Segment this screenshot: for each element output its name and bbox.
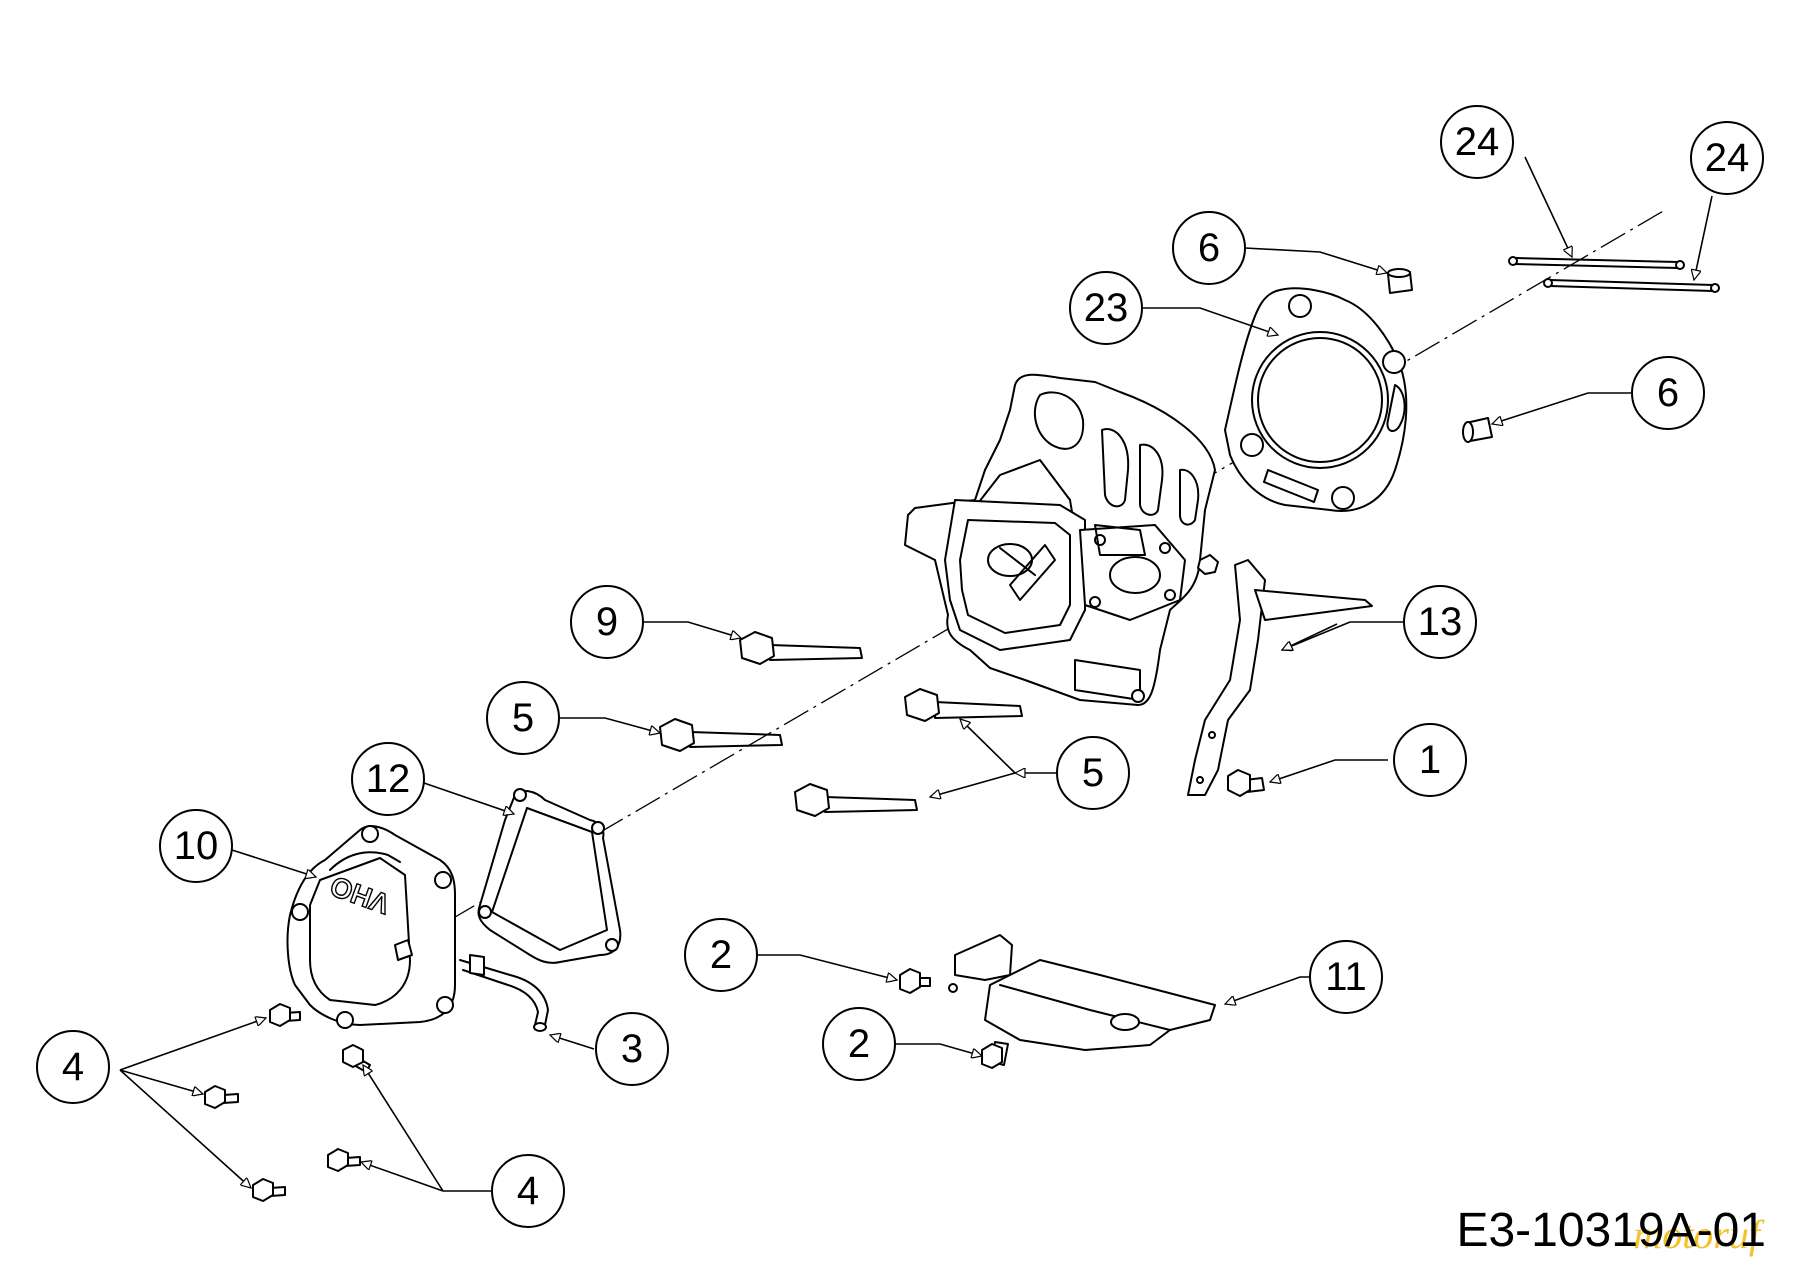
callout-10: 10	[159, 809, 233, 883]
head-bolt-5a	[659, 718, 783, 752]
watermark-logo: motoruf	[1633, 1212, 1760, 1257]
svg-text:10: 10	[174, 824, 219, 868]
rocker-cover: OHV	[286, 825, 456, 1029]
svg-text:24: 24	[1455, 120, 1500, 164]
callout-2a: 2	[684, 918, 758, 992]
head-bolt-9	[739, 631, 863, 665]
callout-6b: 6	[1631, 356, 1705, 430]
callout-4a: 4	[36, 1030, 110, 1104]
svg-text:2: 2	[710, 933, 732, 977]
bracket-bolt-1	[1227, 769, 1265, 797]
svg-text:5: 5	[512, 696, 534, 740]
bracket-bolt	[1197, 554, 1219, 575]
lifting-bracket	[1187, 559, 1373, 796]
air-deflector	[948, 934, 1216, 1051]
callout-5a: 5	[486, 681, 560, 755]
dowel-pin-upper	[1387, 268, 1413, 294]
callout-4b: 4	[491, 1154, 565, 1228]
svg-text:2: 2	[848, 1022, 870, 1066]
deflector-screw-b	[981, 1041, 1009, 1069]
svg-text:1: 1	[1419, 738, 1441, 782]
callout-1: 1	[1393, 723, 1467, 797]
callout-24b: 24	[1690, 121, 1764, 195]
cylinder-head	[904, 373, 1216, 706]
callout-11: 11	[1309, 940, 1383, 1014]
head-gasket	[1224, 287, 1408, 512]
svg-text:12: 12	[366, 757, 411, 801]
cover-bolt-a	[269, 1003, 301, 1027]
cover-bolt-e	[327, 1148, 361, 1172]
head-bolt-5c	[794, 783, 918, 817]
breather-tube	[459, 954, 549, 1032]
drawing-code: E3-10319A-01	[1456, 1204, 1766, 1257]
cover-bolt-b	[204, 1085, 239, 1109]
svg-text:6: 6	[1198, 226, 1220, 270]
svg-text:23: 23	[1084, 286, 1129, 330]
svg-text:5: 5	[1082, 751, 1104, 795]
svg-text:9: 9	[596, 600, 618, 644]
svg-text:13: 13	[1418, 600, 1463, 644]
pushrod-pair	[1508, 256, 1720, 293]
callout-6a: 6	[1172, 211, 1246, 285]
svg-text:6: 6	[1657, 371, 1679, 415]
callout-5b: 5	[1056, 736, 1130, 810]
callout-9: 9	[570, 585, 644, 659]
deflector-screw-a	[899, 968, 931, 994]
callout-2b: 2	[822, 1007, 896, 1081]
rocker-cover-gasket	[477, 788, 622, 964]
dowel-pin-lower	[1462, 417, 1493, 443]
callout-23: 23	[1069, 271, 1143, 345]
head-bolt-5b	[904, 688, 1023, 722]
svg-text:11: 11	[1325, 955, 1367, 999]
cover-bolt-c	[252, 1178, 286, 1202]
callout-3: 3	[595, 1012, 669, 1086]
callout-24a: 24	[1440, 105, 1514, 179]
svg-text:4: 4	[62, 1045, 84, 1089]
callout-13: 13	[1403, 585, 1477, 659]
svg-text:24: 24	[1705, 136, 1750, 180]
svg-text:3: 3	[621, 1027, 643, 1071]
cover-bolt-d	[342, 1044, 371, 1073]
callout-12: 12	[351, 742, 425, 816]
svg-text:4: 4	[517, 1169, 539, 1213]
